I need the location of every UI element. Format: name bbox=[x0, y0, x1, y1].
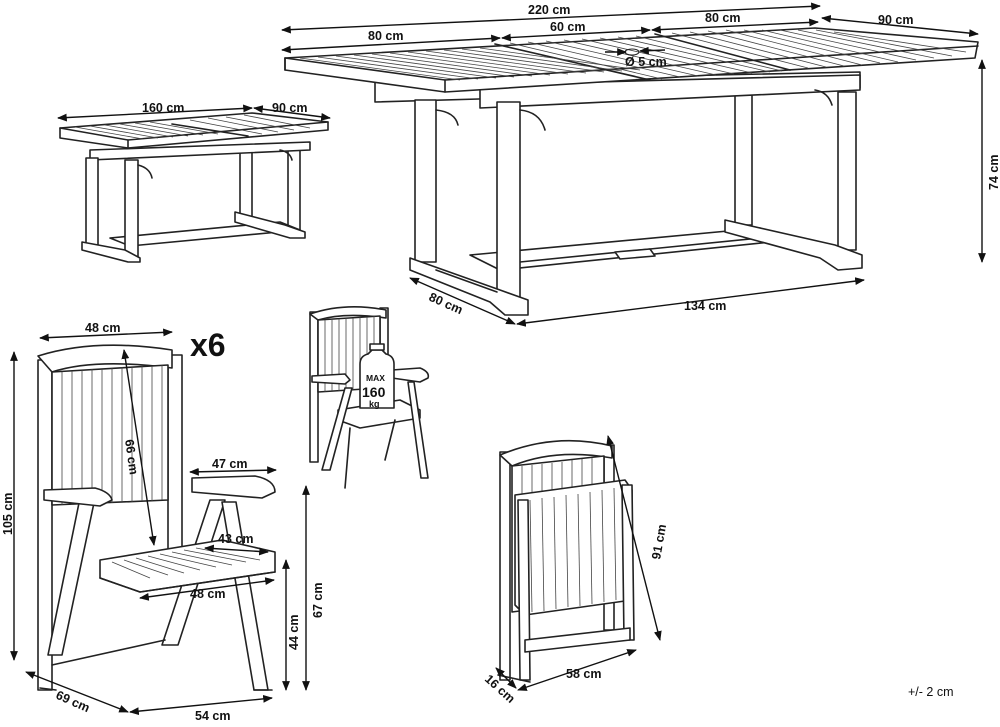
chair-dimensions bbox=[10, 328, 310, 716]
dim-umbrella-hole: Ø 5 cm bbox=[625, 55, 667, 69]
chair-quantity: x6 bbox=[190, 327, 226, 363]
dim-height: 74 cm bbox=[987, 155, 1000, 190]
chair-dim-back-width: 48 cm bbox=[85, 321, 120, 335]
dim-leaf-middle: 60 cm bbox=[550, 20, 585, 34]
small-table bbox=[59, 112, 329, 263]
chair-dim-width: 54 cm bbox=[195, 709, 230, 723]
chair-dim-total-height: 105 cm bbox=[1, 493, 15, 535]
chair-folded bbox=[497, 439, 635, 683]
dim-length-total: 220 cm bbox=[528, 3, 570, 17]
dim-depth: 90 cm bbox=[878, 13, 913, 27]
load-unit: kg bbox=[369, 399, 380, 409]
load-max-label: MAX bbox=[366, 373, 385, 383]
dim-leaf-left: 80 cm bbox=[368, 29, 403, 43]
small-dim-length: 160 cm bbox=[142, 101, 184, 115]
chair-dim-seat-width: 48 cm bbox=[190, 587, 225, 601]
tolerance-note: +/- 2 cm bbox=[908, 685, 954, 699]
large-table-dimensions bbox=[281, 2, 986, 327]
folded-chair-dimensions bbox=[495, 435, 662, 691]
chair-large bbox=[37, 344, 276, 691]
chair-dim-seat-height: 44 cm bbox=[287, 615, 301, 650]
chair-dim-back-height: 66 cm bbox=[122, 438, 141, 475]
load-value: 160 bbox=[362, 384, 386, 400]
weight-handle-icon bbox=[369, 343, 385, 351]
large-table bbox=[284, 27, 979, 316]
chair-dim-armrest: 47 cm bbox=[212, 457, 247, 471]
dim-leaf-right: 80 cm bbox=[705, 11, 740, 25]
small-dim-depth: 90 cm bbox=[272, 101, 307, 115]
chair-dim-depth: 69 cm bbox=[54, 688, 92, 715]
chair-dim-arm-height: 67 cm bbox=[311, 583, 325, 618]
folded-dim-height: 91 cm bbox=[649, 523, 669, 560]
chair-dim-seat-depth: 43 cm bbox=[218, 532, 253, 546]
chair-small bbox=[309, 306, 430, 489]
dim-base-length: 134 cm bbox=[684, 299, 726, 313]
folded-dim-width: 58 cm bbox=[566, 667, 601, 681]
weight-icon bbox=[359, 349, 395, 409]
